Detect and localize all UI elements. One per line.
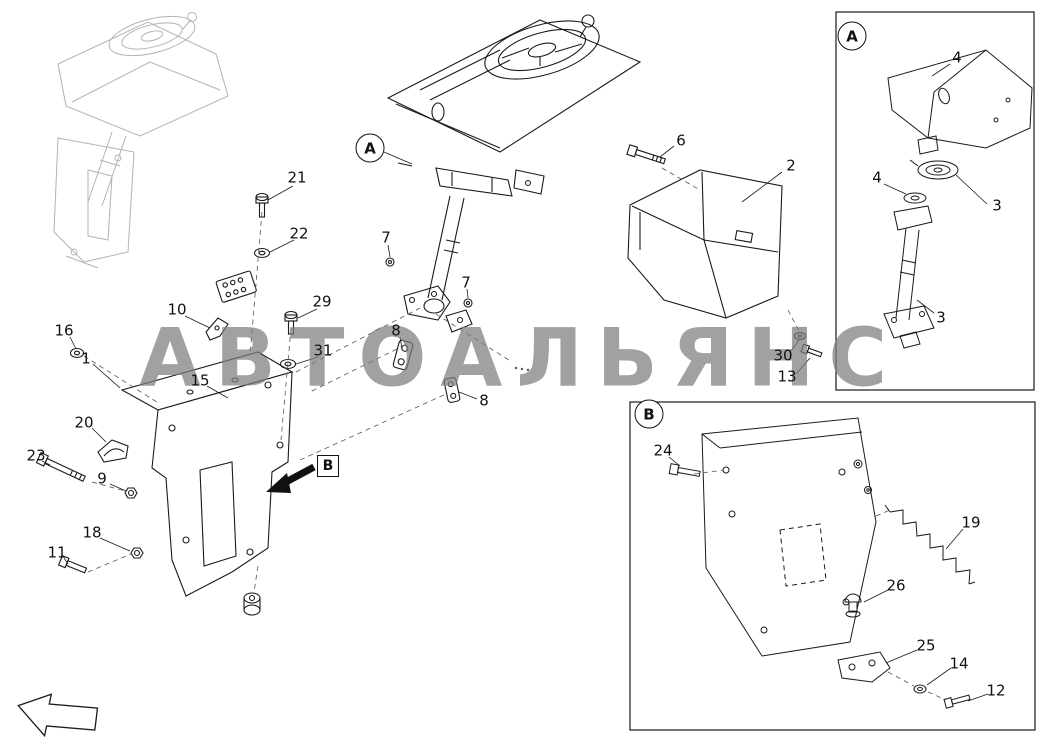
part-callout-24-25: 24	[653, 441, 673, 460]
part-callout-21-0: 21	[287, 168, 307, 187]
construction-lines	[83, 167, 800, 593]
cover-part-2	[627, 169, 783, 319]
bracket-8a	[392, 339, 414, 371]
column-upper-mount	[435, 167, 545, 197]
part-callout-6-17: 6	[676, 131, 686, 150]
clamp-20	[97, 439, 129, 463]
part-callout-2-18: 2	[786, 156, 796, 175]
direction-arrow-b	[266, 463, 316, 493]
part-callout-12-30: 12	[986, 681, 1006, 700]
tab-10	[205, 317, 229, 341]
gear-knob	[581, 14, 595, 28]
part-callout-25-28: 25	[916, 636, 936, 655]
knob-26	[844, 593, 862, 618]
inset-b-plate	[701, 417, 877, 657]
part-callout-4-21: 4	[952, 48, 962, 67]
inset-b-dashed	[693, 469, 947, 701]
bolt-29	[284, 310, 298, 335]
inset-a-column-3	[883, 205, 935, 349]
part-callout-8-16: 8	[479, 391, 489, 410]
leader-lines	[41, 63, 989, 702]
washer-30	[793, 331, 807, 341]
main-view	[35, 14, 823, 616]
nut-18	[130, 547, 144, 559]
console-panel	[386, 19, 642, 153]
part-callout-18-11: 18	[82, 523, 102, 542]
detail-marker-b-2: B	[634, 399, 664, 429]
view-direction-arrow	[17, 693, 99, 738]
part-callout-11-12: 11	[47, 543, 67, 562]
bolt-6	[626, 144, 666, 165]
inset-b	[629, 401, 1036, 731]
roller-foot	[243, 592, 261, 616]
part-callout-7-14: 7	[461, 273, 471, 292]
part-callout-22-1: 22	[289, 224, 309, 243]
bracket-8b	[443, 377, 461, 403]
continuation-dots	[514, 366, 530, 372]
part-callout-26-27: 26	[886, 576, 906, 595]
part-callout-29-2: 29	[312, 292, 332, 311]
washer-16	[69, 347, 85, 359]
part-callout-16-5: 16	[54, 321, 74, 340]
part-callout-1-6: 1	[81, 349, 91, 368]
callout-a-leader	[397, 162, 413, 167]
part-callout-15-7: 15	[190, 371, 210, 390]
part-callout-30-19: 30	[773, 346, 793, 365]
pin-7b	[463, 298, 473, 308]
part-callout-8-15: 8	[391, 321, 401, 340]
inset-b-frame	[629, 401, 1036, 731]
steering-wheel	[484, 14, 600, 80]
pin-7a	[385, 257, 395, 267]
part-callout-23-9: 23	[26, 446, 46, 465]
bolt-24	[668, 463, 701, 477]
part-callout-19-26: 19	[961, 513, 981, 532]
inset-a-washer-4	[903, 192, 927, 204]
part-callout-14-29: 14	[949, 654, 969, 673]
part-callout-13-20: 13	[777, 367, 797, 386]
inset-a-frame	[835, 11, 1035, 391]
detail-marker-a-0: A	[355, 133, 385, 163]
part-callout-31-3: 31	[313, 341, 333, 360]
spring-19	[884, 504, 976, 585]
bolt-13	[800, 343, 823, 358]
perforated-plate	[215, 270, 257, 303]
washer-14	[913, 684, 927, 694]
ghost-assembly	[53, 12, 229, 269]
mounting-bracket-1	[120, 351, 294, 597]
inset-a-bracket-4	[887, 49, 1033, 155]
inset-a-disc-3	[909, 159, 959, 180]
detail-marker-b-3: B	[317, 455, 339, 477]
bracket-25	[837, 651, 891, 683]
part-callout-3-24: 3	[936, 308, 946, 327]
part-callout-3-22: 3	[992, 196, 1002, 215]
nut-9	[124, 487, 138, 499]
part-callout-4-23: 4	[872, 168, 882, 187]
part-callout-20-8: 20	[74, 413, 94, 432]
inset-a	[835, 11, 1035, 391]
bolt-23	[35, 451, 86, 482]
washer-22	[253, 247, 271, 259]
part-callout-9-10: 9	[97, 469, 107, 488]
part-callout-10-4: 10	[167, 300, 187, 319]
bolt-12	[943, 694, 971, 709]
part-callout-7-13: 7	[381, 228, 391, 247]
steering-column	[397, 162, 473, 333]
detail-marker-a-1: A	[837, 21, 867, 51]
